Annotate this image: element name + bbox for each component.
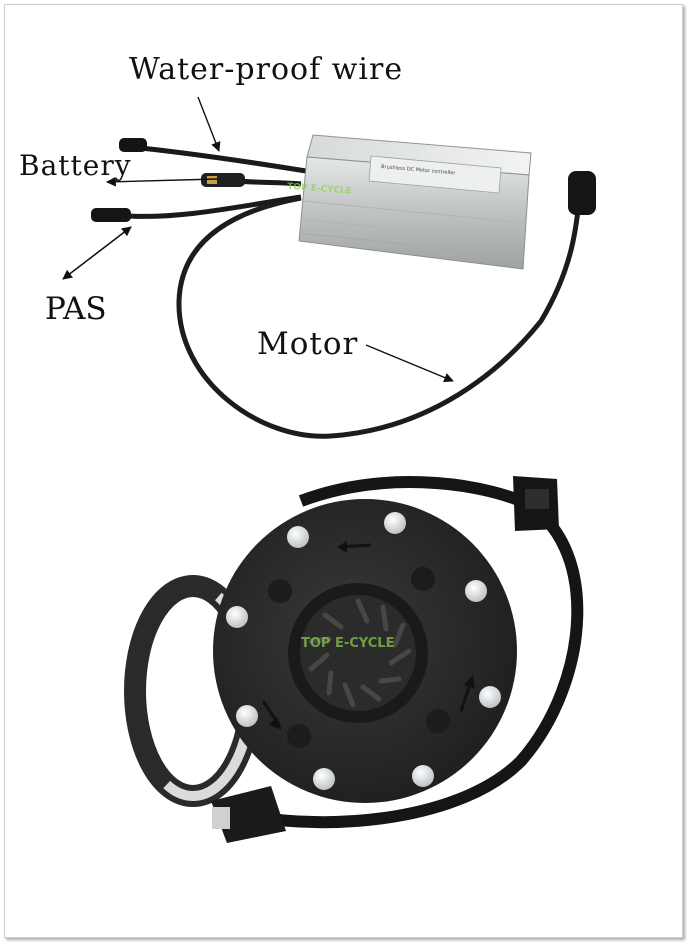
- controller-watermark: TOP E-CYCLE: [287, 182, 352, 196]
- hub-splines: [308, 598, 412, 708]
- magnet: [412, 765, 434, 787]
- motor-controller: Brushless DC Motor controller TOP E-CYCL…: [91, 134, 596, 439]
- magnets: [226, 512, 501, 790]
- magnet: [313, 768, 335, 790]
- pas-sensor: TOP E-CYCLE: [124, 476, 584, 843]
- motor-label: Motor: [257, 326, 359, 362]
- magnet: [384, 512, 406, 534]
- water-proof-wire-label: Water-proof wire: [129, 52, 404, 87]
- sensor-cable: [249, 495, 584, 829]
- magnet: [465, 580, 487, 602]
- pas-connector: [91, 208, 131, 222]
- product-photo: Brushless DC Motor controller TOP E-CYCL…: [62, 96, 596, 843]
- motor-cable: [176, 195, 582, 439]
- water-proof-connector: [119, 138, 147, 152]
- water-proof-wire-arrow: [197, 96, 221, 152]
- battery-label: Battery: [19, 149, 132, 182]
- pas-arrow-2: [62, 226, 132, 280]
- battery-arrow: [106, 176, 218, 187]
- controller-label-plate: [368, 155, 502, 194]
- magnet: [226, 606, 248, 628]
- magnet: [479, 686, 501, 708]
- pas-cable: [128, 194, 302, 219]
- motor-arrow: [365, 344, 454, 383]
- pas-label: PAS: [45, 291, 107, 327]
- motor-connector: [568, 171, 596, 215]
- magnet: [287, 526, 309, 548]
- battery-connector-band: [207, 176, 217, 184]
- sensor-watermark: TOP E-CYCLE: [301, 636, 394, 651]
- magnet: [236, 705, 258, 727]
- photo-frame: Brushless DC Motor controller TOP E-CYCL…: [4, 4, 683, 938]
